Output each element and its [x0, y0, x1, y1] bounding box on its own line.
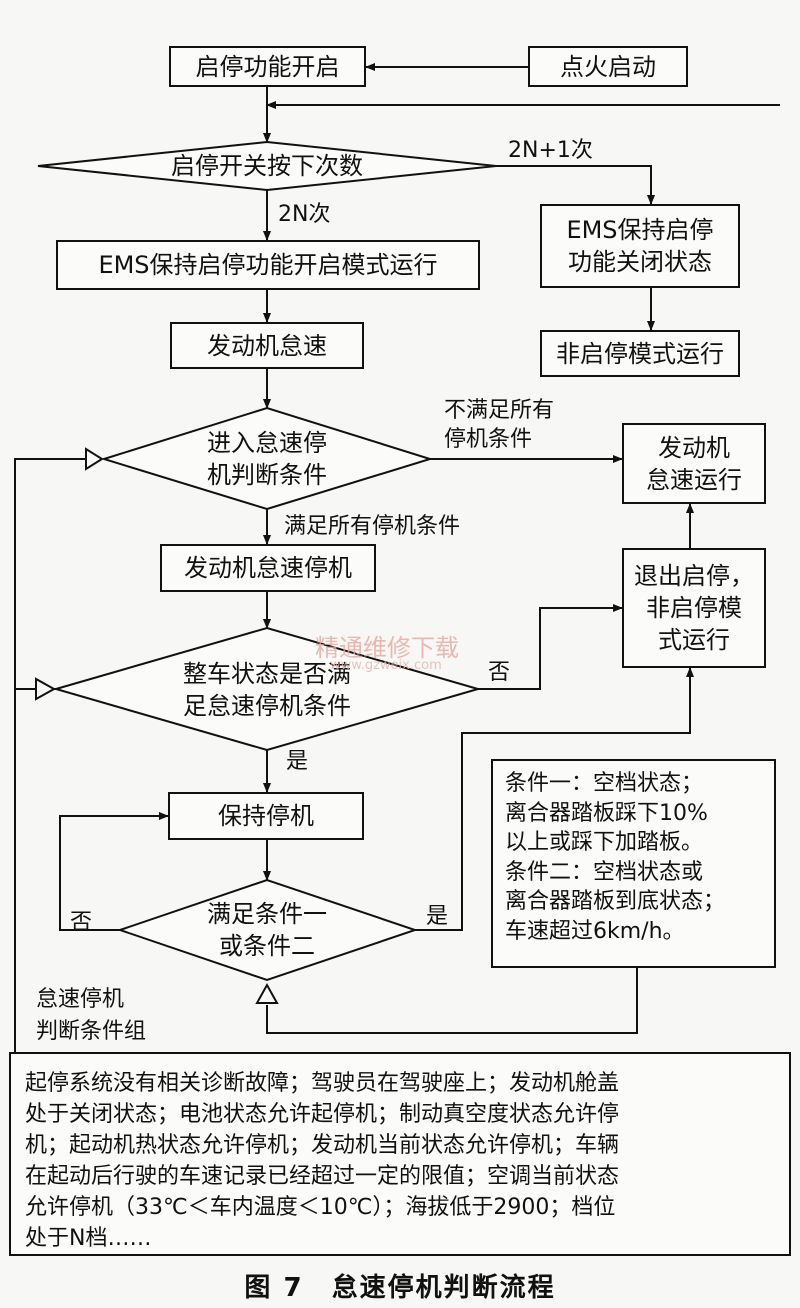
- condition-group-label: 怠速停机 判断条件组: [36, 987, 147, 1044]
- ignition-box: 点火启动: [528, 46, 688, 87]
- engine-idle-stop-box: 发动机怠速停机: [160, 544, 376, 592]
- yes-label-vehicle-state: 是: [286, 749, 309, 774]
- keep-stopped-box: 保持停机: [168, 792, 364, 840]
- even-count-label: 2N次: [278, 202, 331, 227]
- odd-count-label: 2N+1次: [508, 138, 593, 163]
- ems-keep-closed-box: EMS保持启停 功能关闭状态: [540, 204, 740, 288]
- vehicle-state-diamond: [52, 626, 482, 752]
- junction-triangle-1: [85, 447, 104, 471]
- watermark-url: www.gzweix.com: [330, 658, 442, 673]
- no-label-vehicle-state: 否: [488, 660, 511, 685]
- figure-caption: 图 7 怠速停机判断流程: [244, 1273, 556, 1303]
- junction-triangle-2: [35, 677, 57, 701]
- engine-idle-box: 发动机怠速: [170, 322, 364, 369]
- meet-condition-diamond: [116, 878, 419, 982]
- switch-count-diamond: [37, 140, 497, 192]
- exit-start-stop-box: 退出启停， 非启停模 式运行: [622, 548, 766, 668]
- ems-keep-on-box: EMS保持启停功能开启模式运行: [56, 240, 480, 290]
- not-all-conditions-label: 不满足所有 停机条件: [444, 398, 555, 452]
- engine-idle-running-box: 发动机 怠速运行: [622, 423, 766, 504]
- no-label-meet-condition: 否: [70, 910, 93, 935]
- junction-triangle-3: [255, 982, 279, 1004]
- non-start-stop-mode-box: 非启停模式运行: [540, 330, 740, 377]
- enter-condition-text: 进入怠速停 机判断条件: [207, 429, 327, 489]
- all-conditions-label: 满足所有停机条件: [284, 514, 461, 539]
- condition-group-box: 起停系统没有相关诊断故障；驾驶员在驾驶座上；发动机舱盖 处于关闭状态；电池状态允…: [9, 1052, 791, 1256]
- start-stop-on-box: 启停功能开启: [169, 46, 366, 87]
- vehicle-state-text: 整车状态是否满 足怠速停机条件: [183, 660, 351, 720]
- enter-condition-diamond: [100, 406, 434, 511]
- meet-condition-text: 满足条件一 或条件二: [207, 900, 327, 960]
- yes-label-meet-condition: 是: [426, 904, 449, 929]
- conditions-box: 条件一：空档状态； 离合器踏板踩下10% 以上或踩下加踏板。 条件二：空档状态或…: [491, 759, 776, 968]
- switch-count-text: 启停开关按下次数: [171, 152, 363, 180]
- watermark-logo: 精通维修下载: [315, 634, 459, 662]
